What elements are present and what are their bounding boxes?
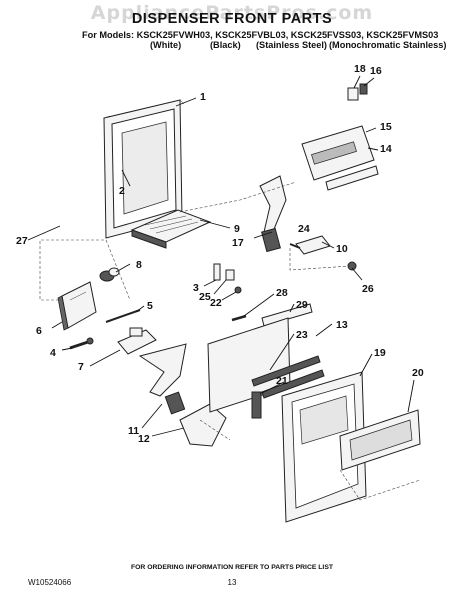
callout-19: 19	[374, 347, 386, 359]
small-bracket	[213, 263, 242, 294]
lever-housing	[57, 281, 97, 331]
callout-5: 5	[147, 300, 153, 312]
callout-29: 29	[296, 299, 308, 311]
callout-22: 22	[210, 297, 222, 309]
rod	[105, 309, 141, 323]
leader-lines	[27, 75, 415, 437]
callout-1: 1	[200, 91, 206, 103]
clips	[347, 83, 368, 101]
callout-26: 26	[362, 283, 374, 295]
watermark: AppliancePartsPros.com	[90, 2, 374, 24]
ordering-info: FOR ORDERING INFORMATION REFER TO PARTS …	[130, 564, 334, 571]
callout-11: 11	[128, 425, 139, 437]
callout-2: 2	[119, 185, 125, 197]
cover-panel	[339, 409, 421, 471]
callout-10: 10	[336, 243, 348, 255]
callout-27: 27	[16, 235, 28, 247]
callout-21: 21	[276, 375, 288, 387]
variant-white: (White)	[150, 40, 182, 50]
callout-24: 24	[298, 223, 310, 235]
callout-18: 18	[354, 63, 366, 75]
callout-4: 4	[50, 347, 56, 359]
callout-23: 23	[296, 329, 308, 341]
drip-tray	[130, 209, 212, 249]
control-board	[301, 125, 375, 181]
callout-12: 12	[138, 433, 150, 445]
callout-6: 6	[36, 325, 42, 337]
callout-8: 8	[136, 259, 142, 271]
plate-29	[261, 303, 313, 327]
callout-3: 3	[193, 282, 199, 294]
ice-chute-door	[138, 343, 227, 447]
variant-monochromatic: (Monochromatic Stainless)	[329, 40, 447, 50]
actuator	[289, 235, 331, 255]
model-list: For Models: KSCK25FVWH03, KSCK25FVBL03, …	[82, 30, 439, 40]
page-title: DISPENSER FRONT PARTS	[131, 11, 333, 27]
lever-arm	[259, 175, 287, 253]
callout-28: 28	[276, 287, 288, 299]
callout-7: 7	[78, 361, 84, 373]
document-number: W10524066	[28, 578, 72, 587]
bracket	[117, 327, 157, 355]
screw-28	[231, 314, 247, 322]
screw-left	[69, 337, 94, 350]
light-pipes	[251, 355, 325, 399]
callout-16: 16	[370, 65, 382, 77]
trim-strip	[325, 165, 379, 191]
callout-20: 20	[412, 367, 424, 379]
variant-black: (Black)	[210, 40, 241, 50]
variant-stainless: (Stainless Steel)	[256, 40, 327, 50]
dashed-guides	[39, 181, 421, 501]
callout-13: 13	[336, 319, 348, 331]
callout-15: 15	[380, 121, 392, 133]
bumper	[99, 267, 120, 282]
page-number: 13	[227, 578, 237, 587]
callout-17: 17	[232, 237, 244, 249]
trim-frame	[281, 371, 367, 523]
side-rail	[251, 391, 262, 419]
housing-frame	[103, 99, 185, 239]
callout-9: 9	[234, 223, 240, 235]
panel-board	[207, 317, 291, 413]
callout-14: 14	[380, 143, 392, 155]
callout-25: 25	[199, 291, 211, 303]
